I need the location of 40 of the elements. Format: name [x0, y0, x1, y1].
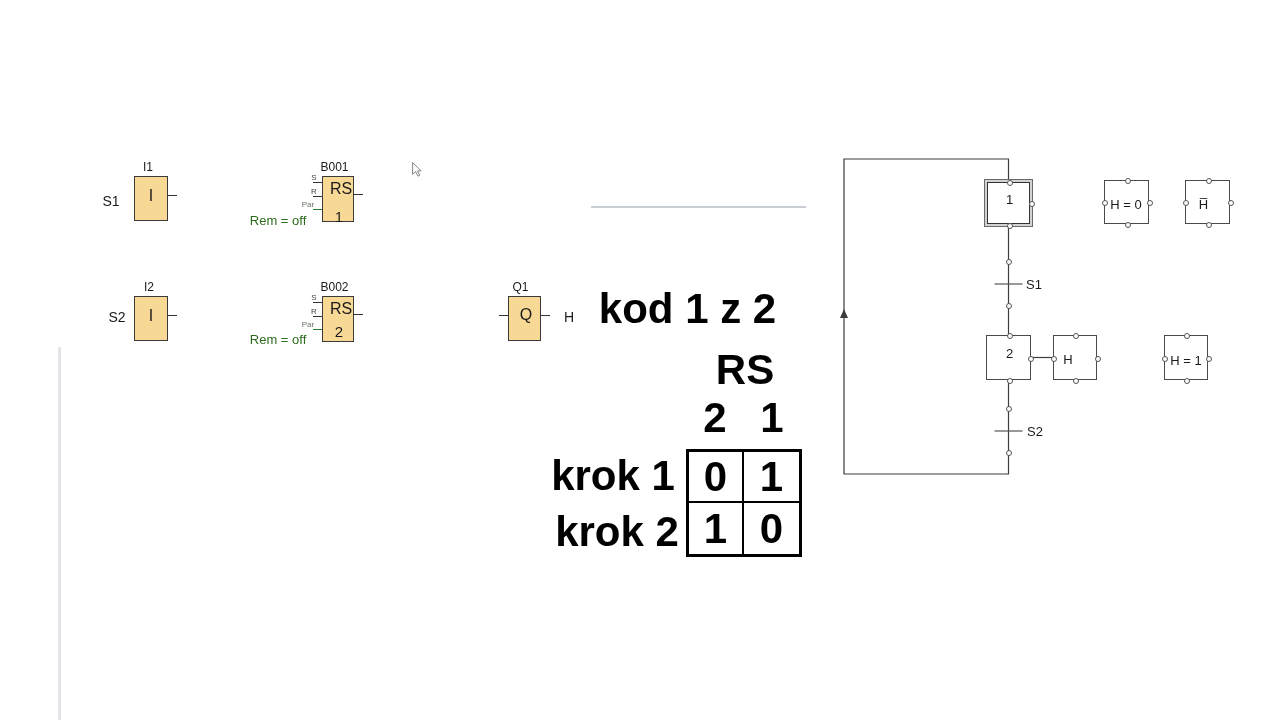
pin-label: R: [311, 188, 317, 196]
pin-label: Par: [301, 321, 315, 329]
step-number: 1: [1005, 192, 1014, 206]
block-symbol: RS: [329, 301, 353, 317]
block-symbol: I: [148, 308, 154, 324]
block-label: B001: [320, 161, 349, 173]
initial-step-box: [984, 179, 1033, 227]
block-symbol: Q: [519, 307, 533, 323]
pin-label: S: [311, 294, 317, 302]
column-number: 1: [760, 397, 784, 439]
table-cell: 1: [744, 452, 799, 503]
table-cell: 0: [689, 452, 744, 503]
row-heading: krok 1: [551, 455, 675, 497]
column-number: 2: [703, 397, 727, 439]
action-text: H: [1063, 352, 1073, 366]
code-heading: kod 1 z 2: [598, 288, 777, 330]
table-cell: 1: [689, 503, 744, 554]
block-label: I1: [143, 161, 153, 173]
block-symbol: RS: [329, 181, 353, 197]
signal-name: S2: [108, 310, 126, 324]
pin-label: Par: [301, 201, 315, 209]
block-number: 2: [334, 323, 344, 339]
action-text: H̅: [1198, 197, 1209, 210]
pin-label: S: [311, 174, 317, 182]
step-number: 2: [1005, 346, 1014, 360]
block-label: B002: [320, 281, 349, 293]
remanence-note: Rem = off: [249, 213, 307, 227]
signal-name: H: [563, 310, 575, 324]
signal-name: S1: [102, 194, 120, 208]
pin-label: R: [311, 308, 317, 316]
block-number: 1: [334, 208, 344, 224]
action-text: H = 1: [1170, 353, 1202, 367]
row-heading: krok 2: [555, 511, 679, 553]
block-label: I2: [144, 281, 154, 293]
block-symbol: I: [148, 188, 154, 204]
column-heading: RS: [715, 349, 775, 391]
table-cell-text: 0: [758, 503, 785, 554]
remanence-note: Rem = off: [249, 332, 307, 346]
action-text: H = 0: [1110, 197, 1142, 211]
block-label: Q1: [512, 281, 529, 293]
